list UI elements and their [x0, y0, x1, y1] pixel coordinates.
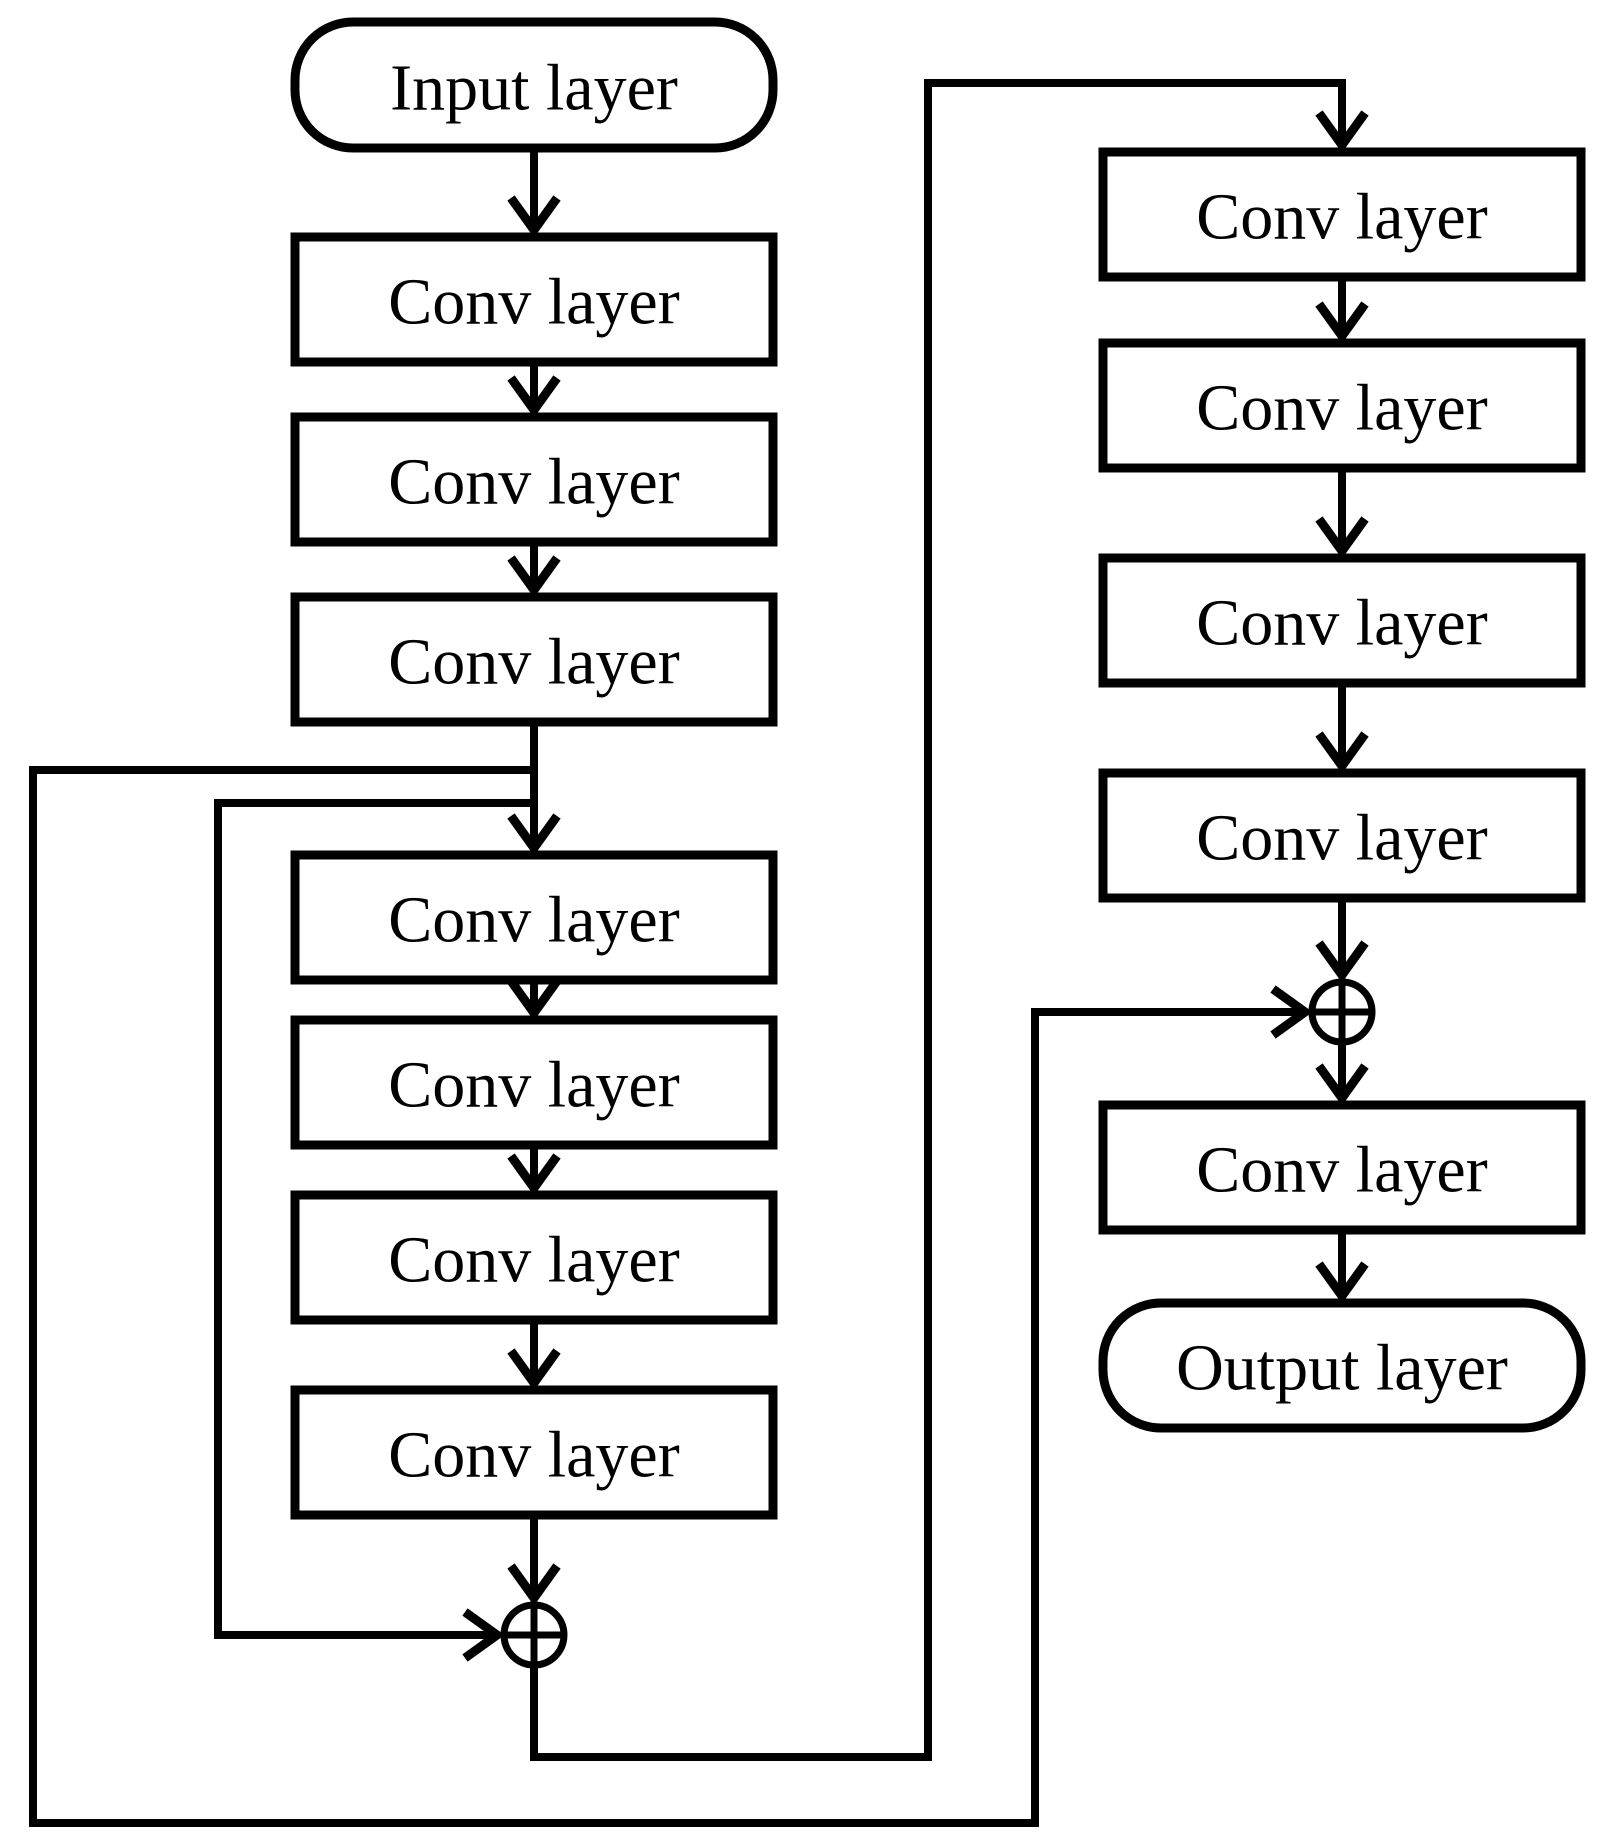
conv-layer-shape	[1098, 553, 1586, 688]
output-layer-node: Output layer	[1098, 1298, 1586, 1433]
conv-layer-label: Conv layer	[388, 626, 679, 699]
conv-layer-shape	[1098, 1100, 1586, 1235]
conv-layer-label: Conv layer	[388, 446, 679, 519]
conv-layer-shape	[290, 1015, 778, 1150]
output-layer-shape	[1098, 1298, 1586, 1433]
conv-layer-node-l3: Conv layer	[290, 592, 778, 727]
add-junction-2-icon	[1308, 978, 1376, 1046]
conv-layer-node-l2: Conv layer	[290, 412, 778, 547]
conv-layer-label: Conv layer	[388, 266, 679, 339]
input-layer-shape	[290, 17, 778, 153]
conv-layer-node-r1: Conv layer	[1098, 147, 1586, 282]
conv-layer-shape	[290, 850, 778, 985]
conv-layer-node-l4: Conv layer	[290, 850, 778, 985]
conv-layer-node-l5: Conv layer	[290, 1015, 778, 1150]
conv-layer-node-r3: Conv layer	[1098, 553, 1586, 688]
output-layer-label: Output layer	[1176, 1332, 1508, 1405]
conv-layer-label: Conv layer	[388, 1049, 679, 1122]
conv-layer-label: Conv layer	[1196, 802, 1487, 875]
conv-layer-node-r2: Conv layer	[1098, 338, 1586, 473]
input-layer-label: Input layer	[390, 52, 678, 125]
add-junction-1-icon	[500, 1601, 568, 1669]
conv-layer-node-l1: Conv layer	[290, 232, 778, 367]
conv-layer-node-l7: Conv layer	[290, 1385, 778, 1520]
conv-layer-shape	[290, 232, 778, 367]
conv-layer-label: Conv layer	[1196, 372, 1487, 445]
conv-layer-label: Conv layer	[1196, 1134, 1487, 1207]
input-layer-node: Input layer	[290, 17, 778, 153]
conv-layer-shape	[290, 1190, 778, 1325]
conv-layer-node-r5: Conv layer	[1098, 1100, 1586, 1235]
conv-layer-shape	[1098, 768, 1586, 903]
conv-layer-label: Conv layer	[1196, 587, 1487, 660]
skip-connection-conv-l3-to-add-2	[29, 766, 1313, 1827]
conv-layer-node-r4: Conv layer	[1098, 768, 1586, 903]
conv-layer-shape	[290, 412, 778, 547]
conv-layer-shape	[1098, 338, 1586, 473]
conv-layer-label: Conv layer	[388, 1419, 679, 1492]
conv-layer-shape	[1098, 147, 1586, 282]
conv-layer-shape	[290, 1385, 778, 1520]
skip-connection-conv-l3-to-add-1	[214, 799, 534, 1662]
conv-layer-node-l6: Conv layer	[290, 1190, 778, 1325]
conv-layer-shape	[290, 592, 778, 727]
conv-layer-label: Conv layer	[1196, 181, 1487, 254]
connector-add-1-to-conv-r1	[530, 79, 1369, 1761]
conv-layer-label: Conv layer	[388, 884, 679, 957]
conv-layer-label: Conv layer	[388, 1224, 679, 1297]
